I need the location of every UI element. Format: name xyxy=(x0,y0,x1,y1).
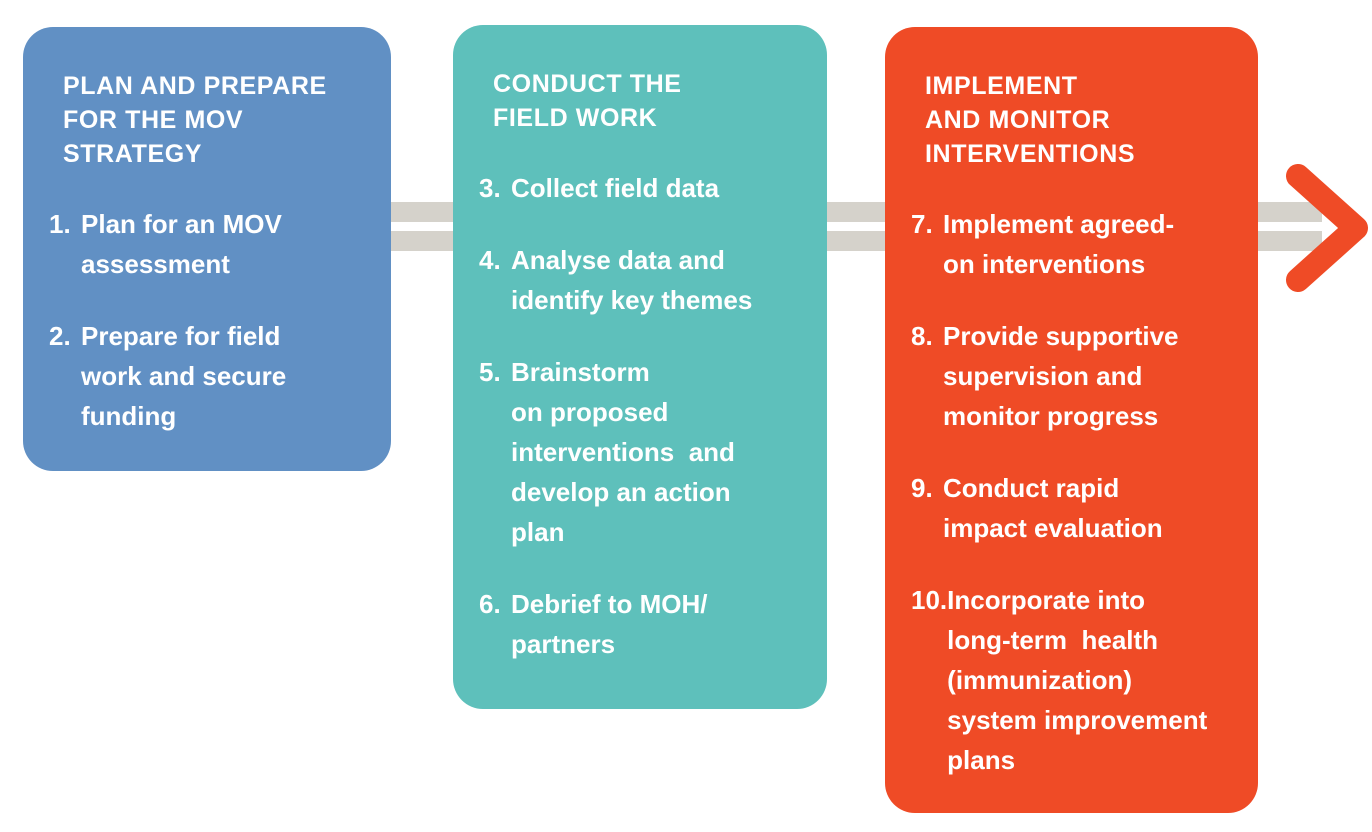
text-line: Collect field data xyxy=(511,173,720,203)
text-line: Implement agreed- xyxy=(943,209,1175,239)
text-line: IMPLEMENT xyxy=(925,72,1078,100)
connector-bar xyxy=(820,231,892,251)
text-line: Conduct rapid xyxy=(943,473,1120,503)
step-number: 5. xyxy=(479,357,501,387)
stage-title: PLAN AND PREPARE FOR THE MOV STRATEGY xyxy=(63,69,369,171)
step-text: Collect field data xyxy=(511,168,805,208)
step-item-4: 4. Analyse data and identify key themes xyxy=(479,240,805,320)
text-line: Prepare for field xyxy=(81,321,281,351)
step-item-5: 5. Brainstorm on proposed interventions … xyxy=(479,352,805,552)
step-number: 1. xyxy=(49,209,71,239)
text-line: Brainstorm xyxy=(511,357,650,387)
connector-bar xyxy=(820,202,892,222)
text-line: Incorporate into xyxy=(947,585,1146,615)
step-number: 10. xyxy=(911,585,948,615)
text-line: long-term health xyxy=(947,625,1159,655)
step-text: Conduct rapid impact evaluation xyxy=(943,468,1236,548)
connector-bar xyxy=(1250,231,1322,251)
step-number: 8. xyxy=(911,321,933,351)
step-list: 7. Implement agreed- on interventions 8.… xyxy=(911,204,1236,780)
text-line: identify key themes xyxy=(511,285,753,315)
step-number: 9. xyxy=(911,473,933,503)
step-text: Debrief to MOH/ partners xyxy=(511,584,805,664)
text-line: assessment xyxy=(81,249,230,279)
step-text: Brainstorm on proposed interventions and… xyxy=(511,352,805,552)
text-line: partners xyxy=(511,629,616,659)
step-list: 1. Plan for an MOV assessment 2. Prepare… xyxy=(49,204,369,436)
text-line: Debrief to MOH/ xyxy=(511,589,708,619)
text-line: CONDUCT THE xyxy=(493,70,682,98)
text-line: plan xyxy=(511,517,565,547)
text-line: develop an action xyxy=(511,477,731,507)
text-line: supervision and xyxy=(943,361,1143,391)
stage-title: CONDUCT THE FIELD WORK xyxy=(493,67,805,135)
step-number: 2. xyxy=(49,321,71,351)
connector-bar xyxy=(1250,202,1322,222)
step-text: Incorporate into long-term health (immun… xyxy=(947,580,1236,780)
step-text: Provide supportive supervision and monit… xyxy=(943,316,1236,436)
forward-arrow-icon xyxy=(1286,164,1368,292)
text-line: Analyse data and xyxy=(511,245,725,275)
text-line: Provide supportive xyxy=(943,321,1179,351)
step-item-6: 6. Debrief to MOH/ partners xyxy=(479,584,805,664)
text-line: work and secure xyxy=(81,361,287,391)
stage-box-plan-and-prepare: PLAN AND PREPARE FOR THE MOV STRATEGY 1.… xyxy=(23,27,391,471)
connector-bar xyxy=(385,231,460,251)
step-text: Prepare for field work and secure fundin… xyxy=(81,316,369,436)
text-line: plans xyxy=(947,745,1016,775)
text-line: interventions and xyxy=(511,437,735,467)
text-line: on interventions xyxy=(943,249,1146,279)
text-line: Plan for an MOV xyxy=(81,209,282,239)
step-item-8: 8. Provide supportive supervision and mo… xyxy=(911,316,1236,436)
text-line: (immunization) xyxy=(947,665,1133,695)
connector-bar xyxy=(385,202,460,222)
stage-box-conduct-field-work: CONDUCT THE FIELD WORK 3. Collect field … xyxy=(453,25,827,709)
text-line: impact evaluation xyxy=(943,513,1163,543)
step-text: Implement agreed- on interventions xyxy=(943,204,1236,284)
step-number: 3. xyxy=(479,173,501,203)
text-line: INTERVENTIONS xyxy=(925,140,1136,168)
text-line: STRATEGY xyxy=(63,140,203,168)
step-text: Plan for an MOV assessment xyxy=(81,204,369,284)
step-item-1: 1. Plan for an MOV assessment xyxy=(49,204,369,284)
step-item-7: 7. Implement agreed- on interventions xyxy=(911,204,1236,284)
step-list: 3. Collect field data 4. Analyse data an… xyxy=(479,168,805,664)
text-line: FIELD WORK xyxy=(493,104,658,132)
stage-box-implement-and-monitor: IMPLEMENT AND MONITOR INTERVENTIONS 7. I… xyxy=(885,27,1258,813)
text-line: PLAN AND PREPARE xyxy=(63,72,327,100)
step-item-9: 9. Conduct rapid impact evaluation xyxy=(911,468,1236,548)
step-item-2: 2. Prepare for field work and secure fun… xyxy=(49,316,369,436)
stage-title: IMPLEMENT AND MONITOR INTERVENTIONS xyxy=(925,69,1236,171)
text-line: AND MONITOR xyxy=(925,106,1111,134)
step-number: 6. xyxy=(479,589,501,619)
text-line: funding xyxy=(81,401,177,431)
text-line: on proposed xyxy=(511,397,669,427)
text-line: system improvement xyxy=(947,705,1208,735)
step-item-3: 3. Collect field data xyxy=(479,168,805,208)
step-text: Analyse data and identify key themes xyxy=(511,240,805,320)
step-item-10: 10. Incorporate into long-term health (i… xyxy=(911,580,1236,780)
step-number: 7. xyxy=(911,209,933,239)
text-line: monitor progress xyxy=(943,401,1159,431)
text-line: FOR THE MOV xyxy=(63,106,244,134)
step-number: 4. xyxy=(479,245,501,275)
